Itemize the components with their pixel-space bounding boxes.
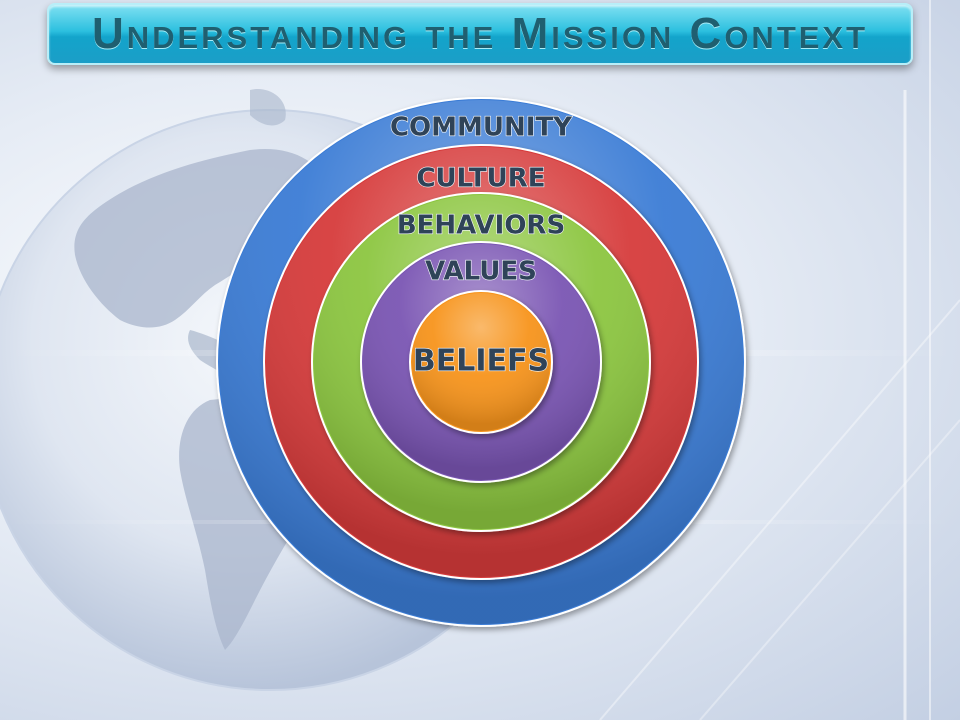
title-banner: Understanding the Mission Context [47,3,913,65]
ring-gloss [412,293,550,431]
ring-label-beliefs: BELIEFS [413,344,549,379]
ring-label-community: COMMUNITY [390,113,573,143]
ring-label-values: VALUES [425,257,537,287]
slide-title: Understanding the Mission Context [91,9,869,58]
ring-label-behaviors: BEHAVIORS [397,211,565,241]
ring-label-culture: CULTURE [416,164,545,194]
